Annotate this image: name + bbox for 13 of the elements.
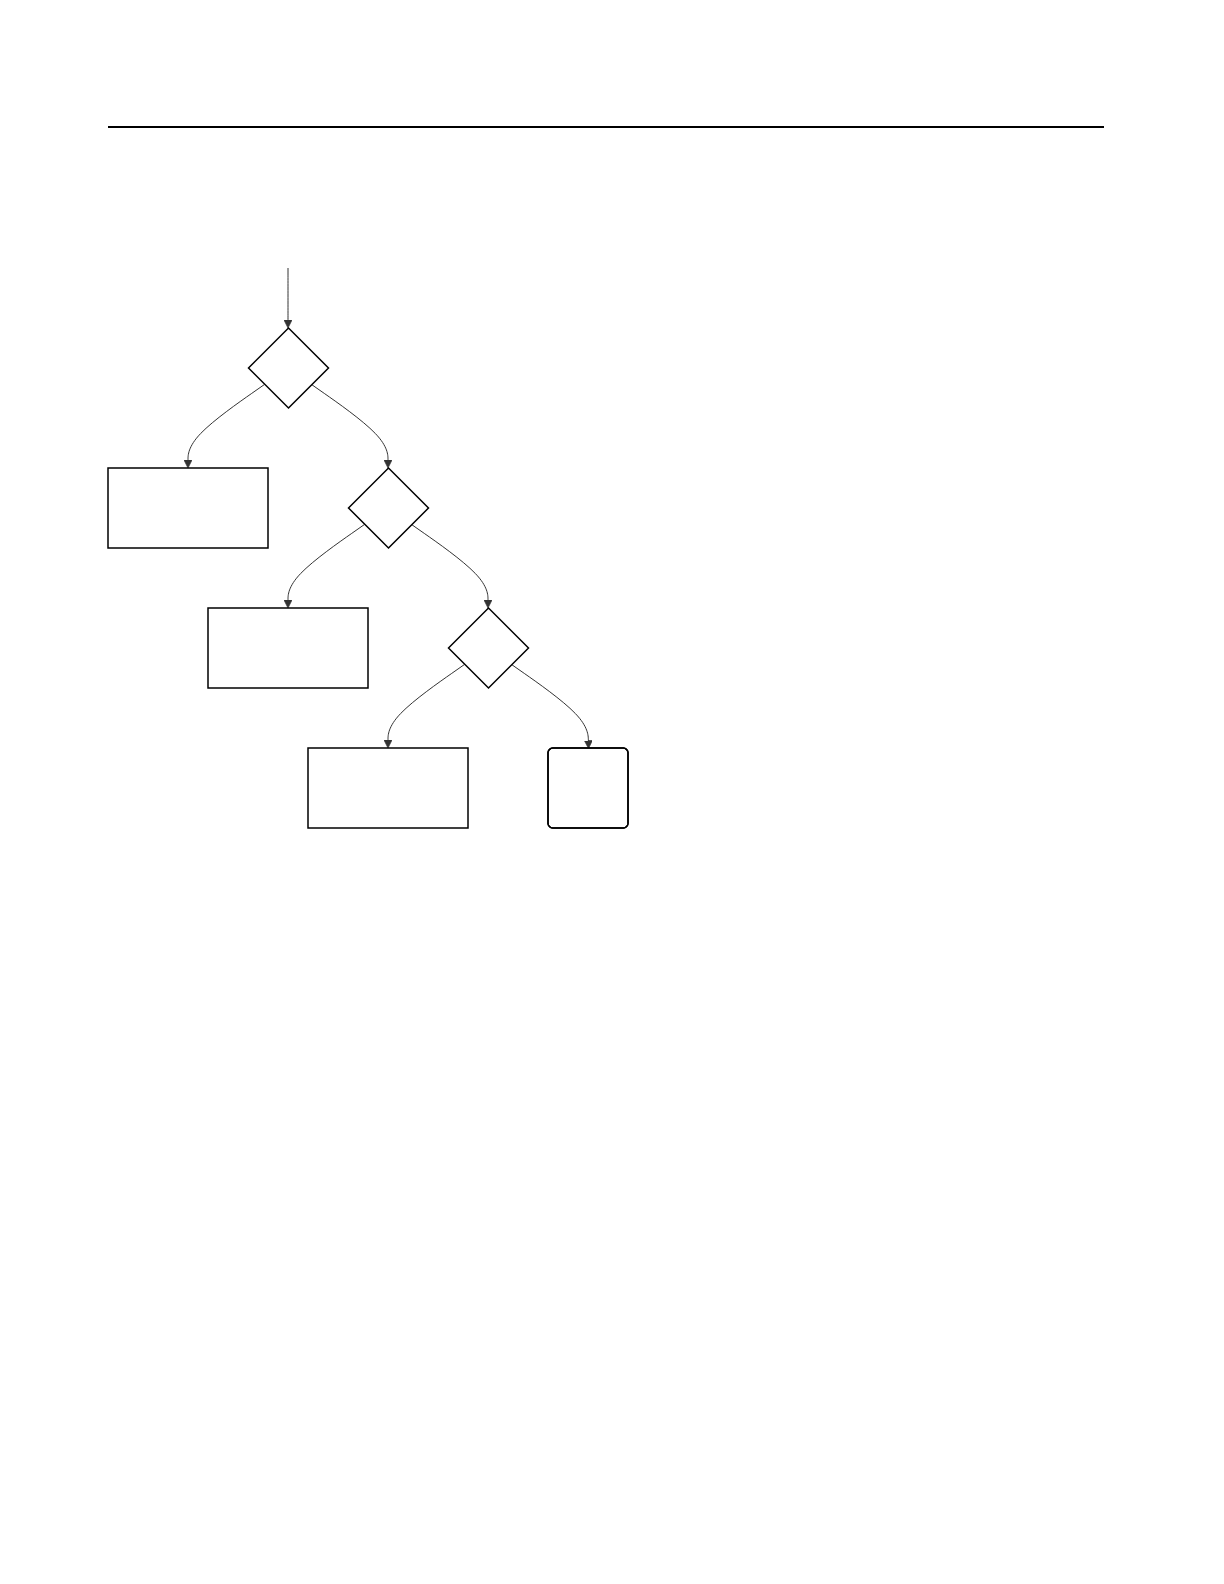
node-diamond (347, 466, 430, 550)
node-box (307, 747, 469, 829)
arrow (411, 523, 493, 609)
arrow (183, 383, 265, 469)
arrow (283, 267, 293, 329)
arrow (383, 663, 465, 749)
node-diamond (247, 326, 330, 410)
arrow (311, 383, 393, 469)
node-diamond (447, 606, 530, 690)
arrow (511, 663, 593, 749)
arrow (283, 523, 365, 609)
node-box (107, 467, 269, 549)
node-box (207, 607, 369, 689)
